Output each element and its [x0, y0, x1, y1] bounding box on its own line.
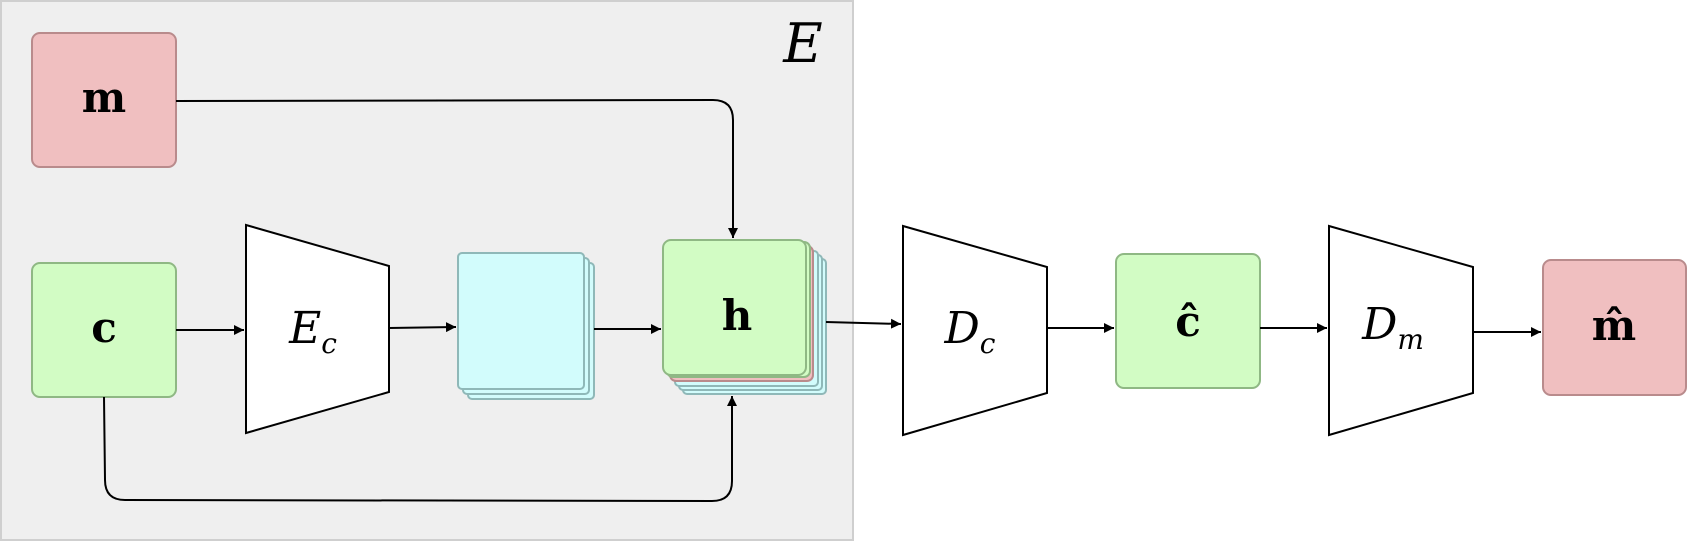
decoder-dm-sub: m — [1397, 323, 1424, 356]
encoder-ec-sub: c — [321, 327, 337, 360]
decoder-dm-base: D — [1361, 299, 1397, 350]
decoder-dm-label: Dm — [1361, 299, 1424, 356]
decoder-dc-base: D — [944, 303, 980, 354]
edge-c-to-h — [103, 396, 737, 503]
region-label: E — [782, 12, 822, 75]
c-hat-node-label: ĉ — [1175, 297, 1201, 346]
decoder-dc-block — [902, 224, 1048, 437]
decoder-dc-sub: c — [980, 327, 996, 360]
edge-ec-to-features — [388, 322, 457, 333]
h-stack — [662, 239, 827, 395]
encoder-ec-block — [245, 223, 390, 435]
c-hat-node — [1115, 253, 1261, 389]
encoder-ec-base: E — [288, 303, 321, 354]
encoder-ec-label: Ec — [288, 303, 337, 360]
m-node-label: m — [82, 73, 126, 122]
decoder-dc-label: Dc — [944, 303, 996, 360]
h-node-label: h — [722, 291, 753, 340]
m-hat-node — [1542, 259, 1687, 396]
m-hat-node-label: m̂ — [1592, 301, 1636, 350]
decoder-dm-block — [1328, 224, 1474, 437]
edge-h-to-dc — [825, 318, 902, 329]
h-node — [662, 239, 807, 376]
edge-m-to-h — [175, 98, 738, 238]
c-node-label: c — [91, 303, 117, 352]
feature-map-stack — [457, 252, 595, 400]
